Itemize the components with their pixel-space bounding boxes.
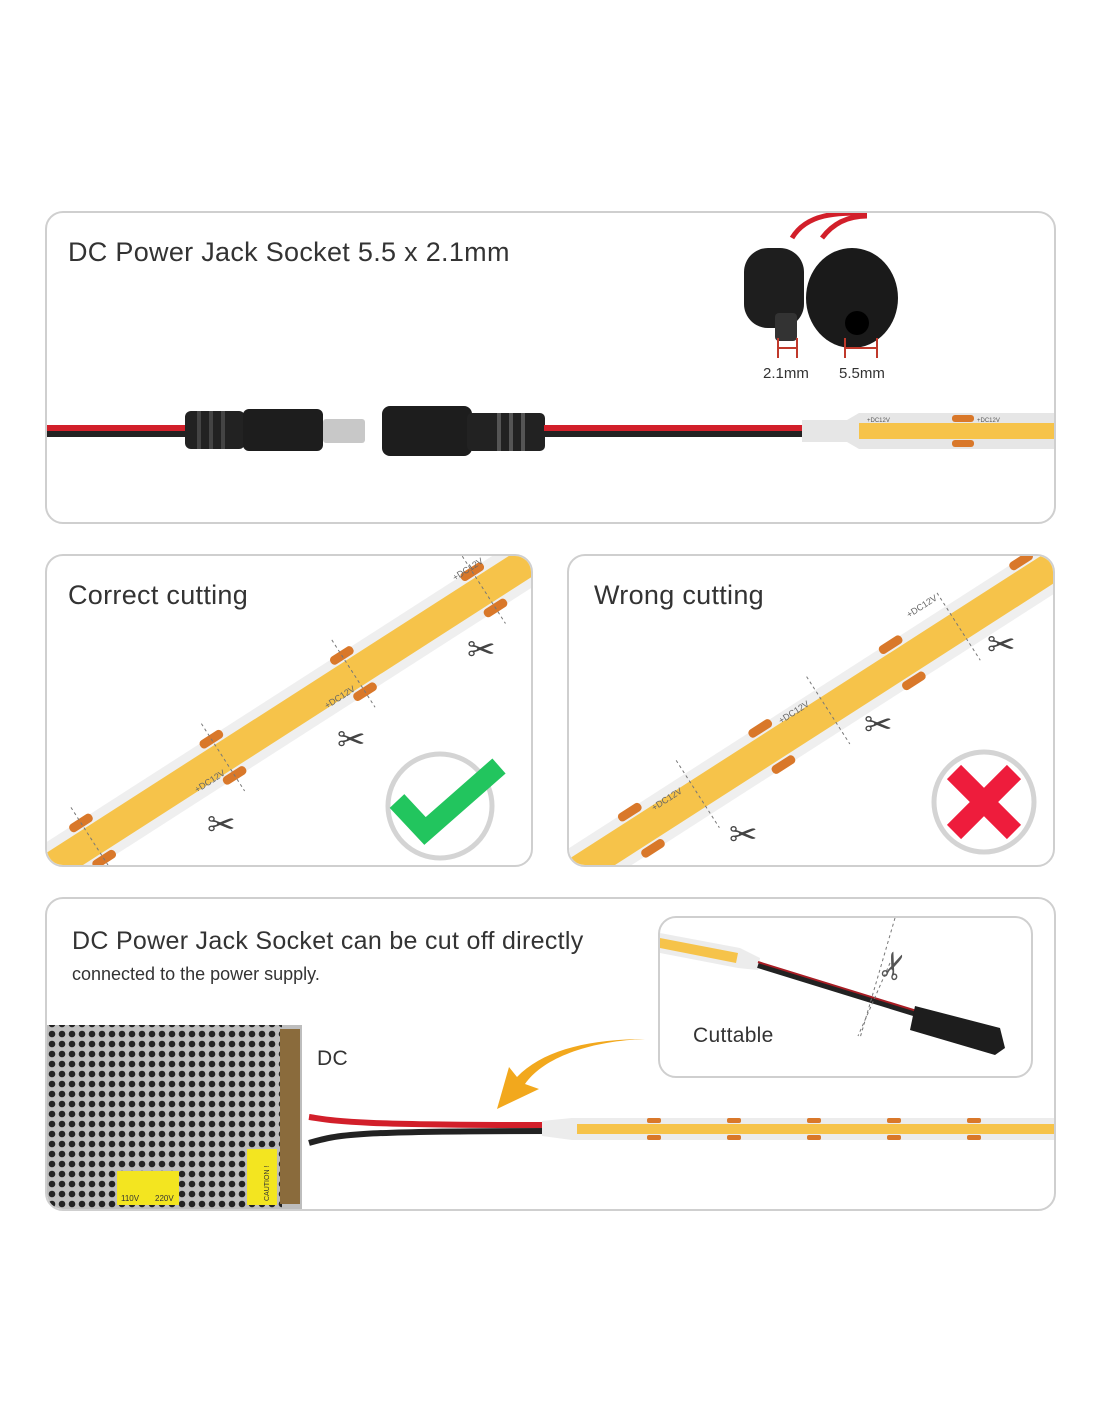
panel-subtitle: connected to the power supply. — [72, 964, 320, 984]
scissors-icon: ✂ — [337, 721, 366, 759]
power-supply-illustration: 110V 220V CAUTION ! — [47, 1025, 1054, 1209]
wrong-cutting-illustration: +DC12V +DC12V +DC12V ✂ ✂ ✂ — [569, 556, 1053, 865]
scissors-icon: ✂ — [207, 806, 236, 844]
arrow-icon — [497, 1039, 645, 1109]
cross-icon — [931, 749, 1037, 855]
male-plug-icon — [185, 409, 365, 451]
svg-text:220V: 220V — [155, 1194, 174, 1203]
panel-correct-cutting: +DC12V +DC12V +DC12V ✂ ✂ ✂ Correct cutti… — [45, 554, 533, 867]
panel-dc-jack: +DC12V +DC12V DC Power Jack Socket 5.5 x… — [45, 211, 1056, 524]
panel-power-supply: 110V 220V CAUTION ! DC Power Jack Socket… — [45, 897, 1056, 1211]
power-supply-unit: 110V 220V CAUTION ! — [47, 1025, 302, 1209]
cuttable-illustration: ✂ — [660, 918, 1005, 1055]
dc-socket-icon — [910, 1006, 1005, 1055]
cuttable-label: Cuttable — [693, 1024, 774, 1047]
panel-title: DC Power Jack Socket 5.5 x 2.1mm — [68, 237, 510, 267]
scissors-icon: ✂ — [467, 631, 496, 669]
dimension-label-small: 2.1mm — [763, 365, 809, 382]
svg-text:CAUTION !: CAUTION ! — [264, 1166, 271, 1201]
scissors-icon: ✂ — [869, 944, 918, 986]
dimension-label-large: 5.5mm — [839, 365, 885, 382]
strip-marking: +DC12V — [867, 418, 890, 424]
correct-cutting-illustration: +DC12V +DC12V +DC12V ✂ ✂ ✂ — [47, 556, 531, 865]
panel-title: DC Power Jack Socket can be cut off dire… — [72, 927, 584, 955]
panel-wrong-cutting: +DC12V +DC12V +DC12V ✂ ✂ ✂ Wrong cutting — [567, 554, 1055, 867]
female-socket-icon — [382, 406, 545, 456]
panel-title: Wrong cutting — [594, 580, 764, 610]
dc-jack-illustration: +DC12V +DC12V — [47, 213, 1054, 456]
strip-marking: +DC12V — [977, 418, 1000, 424]
scissors-icon: ✂ — [729, 816, 758, 854]
panel-title: Correct cutting — [68, 580, 249, 610]
scissors-icon: ✂ — [864, 706, 893, 744]
cuttable-inset: ✂ Cuttable — [658, 916, 1033, 1078]
dc-label: DC — [317, 1047, 348, 1070]
check-icon — [385, 751, 506, 861]
svg-text:110V: 110V — [121, 1194, 140, 1203]
scissors-icon: ✂ — [987, 626, 1016, 664]
